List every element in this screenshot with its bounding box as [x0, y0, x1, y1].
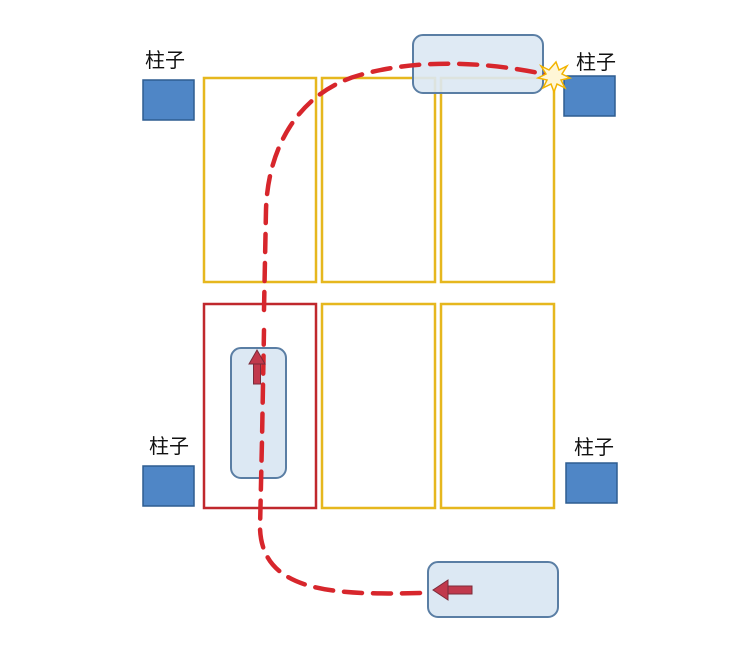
pillar-label: 柱子 — [576, 50, 616, 74]
car-start-position — [427, 561, 559, 618]
pillar — [142, 465, 195, 507]
pillar — [142, 79, 195, 121]
parking-space — [320, 302, 437, 510]
pillar-label: 柱子 — [149, 434, 189, 458]
car-parked — [230, 347, 287, 479]
pillar — [565, 462, 618, 504]
starburst-icon — [535, 60, 573, 95]
path-into-space — [257, 327, 423, 596]
parking-space — [320, 76, 437, 284]
arrow-icon — [432, 579, 473, 601]
pillar-label: 柱子 — [574, 435, 614, 459]
path-to-collision — [261, 61, 551, 313]
parking-space — [439, 76, 556, 284]
pillar — [563, 75, 616, 117]
arrow-icon — [248, 348, 266, 385]
parking-space — [439, 302, 556, 510]
parking-space — [202, 76, 318, 284]
pillar-label: 柱子 — [145, 48, 185, 72]
